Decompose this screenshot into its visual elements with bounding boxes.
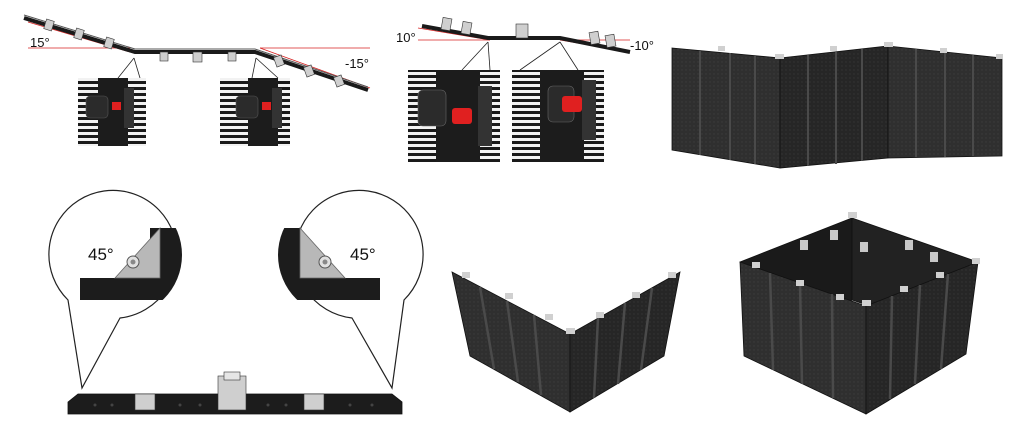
corner-led-wall (451, 271, 681, 413)
callout-line (519, 41, 561, 71)
angle-label-left: 45° (88, 245, 114, 264)
module-seams (478, 286, 654, 399)
angle-label-right: 45° (350, 245, 376, 264)
lock-detail-left (408, 70, 500, 162)
mount-holes (93, 403, 374, 407)
square-led-enclosure (739, 212, 980, 415)
bracket-row (134, 371, 325, 411)
lock-icon (262, 102, 271, 110)
curve-10-diagram: 10° -10° (396, 17, 654, 162)
angle-label-right: -15° (345, 56, 369, 71)
module-seams (768, 272, 950, 400)
angle-label-right: -10° (630, 38, 654, 53)
callout-line (255, 57, 279, 79)
lock-detail-left (78, 78, 146, 146)
corner-bracket (114, 226, 161, 279)
callout-line (559, 41, 579, 71)
corner-45-detail: 45° 45° (48, 189, 424, 415)
corner-bracket (299, 226, 346, 279)
lock-detail-right (512, 70, 604, 162)
lock-detail-right (220, 78, 290, 146)
zigzag-led-wall (671, 42, 1003, 169)
corner-joint-right (278, 226, 380, 300)
bracket-row (440, 17, 617, 48)
bracket-row (43, 18, 345, 88)
corner-joint-left (80, 226, 182, 300)
inner-brackets (800, 230, 938, 262)
bracket-row (752, 212, 980, 306)
angle-label-left: 15° (30, 35, 50, 50)
lock-icon (112, 102, 121, 110)
callout-line (461, 41, 489, 71)
callout-line (133, 57, 141, 79)
lock-icon (452, 108, 472, 124)
module-seams (699, 49, 974, 166)
lock-icon (562, 96, 582, 112)
callout-line (117, 57, 135, 79)
bracket-row (462, 272, 676, 334)
callout-line (251, 57, 257, 79)
callout-line (487, 41, 491, 71)
curve-15-diagram: 15° -15° (23, 14, 371, 146)
bracket-row (718, 42, 1003, 59)
angle-label-left: 10° (396, 30, 416, 45)
